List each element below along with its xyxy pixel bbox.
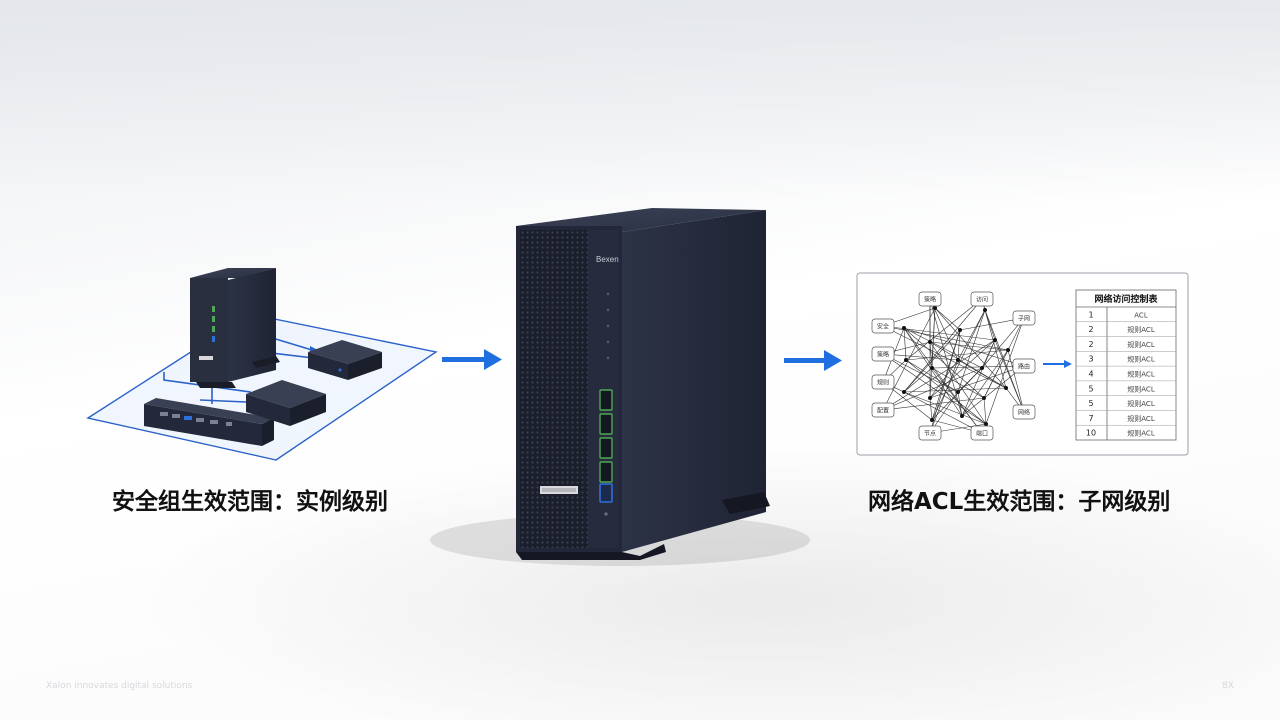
mesh-node-label: 规则: [877, 379, 889, 387]
acl-row-id: 2: [1088, 340, 1093, 349]
mesh-node-label: 子网: [1018, 316, 1030, 323]
mesh-node-label: 节点: [924, 430, 936, 438]
mesh-node-box: [871, 374, 895, 390]
mesh-hub: [983, 308, 987, 312]
mesh-hub: [1006, 348, 1010, 352]
small-tower-server: [190, 268, 280, 388]
acl-row-id: 10: [1086, 429, 1096, 438]
acl-row-rule: 规则ACL: [1127, 370, 1155, 379]
acl-row-id: 3: [1088, 355, 1093, 364]
mesh-node-box: [1012, 358, 1036, 374]
security-group-scene: [86, 268, 438, 461]
mesh-hub: [928, 396, 932, 400]
mesh-node-label: 端口: [976, 430, 988, 438]
caption-security-group: 安全组生效范围：实例级别: [112, 489, 388, 515]
mesh-hub: [982, 396, 986, 400]
acl-table: 网络访问控制表 1 ACL 2 规则ACL 2 规则ACL 3 规则ACL 4 规则ACL 5 规则A…: [1075, 289, 1177, 441]
mesh-node-box: [871, 402, 895, 418]
mesh-node-box: [970, 425, 994, 441]
mesh-hub: [958, 328, 962, 332]
acl-row-rule: 规则ACL: [1127, 340, 1155, 349]
mesh-hub: [993, 338, 997, 342]
mesh-hub: [1004, 386, 1008, 390]
mesh-hub: [930, 366, 934, 370]
mesh-node-box: [918, 425, 942, 441]
arrow-right-icon: [442, 349, 502, 370]
mesh-links: [882, 298, 1025, 434]
mesh-nodes: 安全策略规则配置策略访问子网路由网络节点端口: [871, 291, 1036, 441]
network-appliance-2: [246, 380, 326, 426]
mesh-node-label: 策略: [877, 351, 889, 359]
mesh-hub: [904, 358, 908, 362]
acl-row-rule: 规则ACL: [1127, 384, 1155, 393]
acl-row-id: 2: [1088, 325, 1093, 334]
rack-switch: [144, 398, 274, 446]
mesh-node-box: [871, 346, 895, 362]
acl-row-id: 7: [1088, 414, 1093, 423]
mesh-node-box: [1012, 404, 1036, 420]
footer-tagline: Xalon innovates digital solutions: [46, 681, 193, 691]
acl-row-rule: 规则ACL: [1127, 325, 1155, 334]
arrow-right-icon: [784, 350, 842, 371]
network-appliance-1: [308, 340, 382, 380]
server-badge: Bexen: [596, 255, 619, 264]
mesh-node-box: [918, 291, 942, 307]
acl-row-id: 1: [1088, 310, 1093, 319]
acl-table-title: 网络访问控制表: [1094, 293, 1158, 305]
mesh-node-label: 访问: [976, 296, 988, 304]
mesh-hub: [984, 422, 988, 426]
mesh-hub: [933, 306, 937, 310]
footer-page-mark: 8X: [1222, 681, 1234, 691]
server-ports: [599, 389, 613, 503]
mesh-node-box: [1012, 310, 1036, 326]
acl-row-id: 4: [1088, 370, 1093, 379]
acl-row-id: 5: [1088, 399, 1093, 408]
mesh-hub: [928, 340, 932, 344]
mesh-node-label: 安全: [877, 323, 889, 331]
mesh-node-label: 路由: [1018, 363, 1030, 371]
caption-network-acl: 网络ACL生效范围：子网级别: [868, 489, 1171, 515]
mesh-hub: [980, 366, 984, 370]
acl-row-id: 5: [1088, 384, 1093, 393]
mesh-node-label: 配置: [877, 408, 889, 415]
mesh-node-label: 网络: [1018, 409, 1030, 417]
tower-server: Bexen: [430, 208, 810, 566]
acl-row-rule: 规则ACL: [1127, 399, 1155, 408]
mesh-node-box: [970, 291, 994, 307]
acl-row-rule: 规则ACL: [1127, 429, 1155, 438]
mesh-hub: [902, 326, 906, 330]
mesh-node-box: [871, 318, 895, 334]
mesh-node-label: 策略: [924, 296, 936, 304]
acl-row-rule: ACL: [1134, 311, 1148, 319]
acl-row-rule: 规则ACL: [1127, 414, 1155, 423]
mesh-hub: [930, 418, 934, 422]
mesh-hub: [956, 358, 960, 362]
mesh-hub: [902, 390, 906, 394]
acl-row-rule: 规则ACL: [1127, 355, 1155, 364]
mesh-hub: [960, 414, 964, 418]
mesh-hub: [956, 390, 960, 394]
